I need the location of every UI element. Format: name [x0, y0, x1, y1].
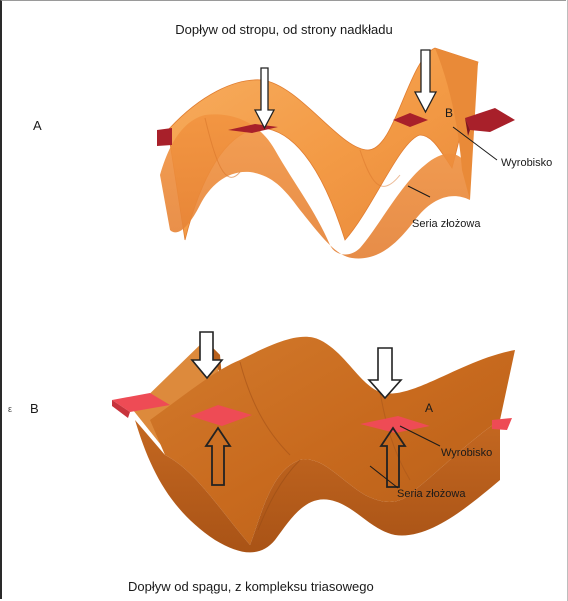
- bottom-caption: Dopływ od spągu, z kompleksu triasowego: [128, 579, 374, 594]
- panel-b-fold-surface: [133, 337, 515, 553]
- top-caption: Dopływ od stropu, od strony nadkładu: [0, 22, 568, 37]
- margin-mark: ε: [8, 404, 12, 414]
- panel-b-series-label: Seria złożowa: [397, 488, 465, 500]
- panel-a-workings-label: Wyrobisko: [501, 157, 552, 169]
- panel-b-workings-label: Wyrobisko: [441, 447, 492, 459]
- panel-a-label: A: [33, 118, 42, 133]
- panel-b-label: B: [30, 401, 39, 416]
- panel-b-marker: A: [425, 401, 433, 415]
- panel-a-marker: B: [445, 106, 453, 120]
- panel-a-series-label: Seria złożowa: [412, 218, 480, 230]
